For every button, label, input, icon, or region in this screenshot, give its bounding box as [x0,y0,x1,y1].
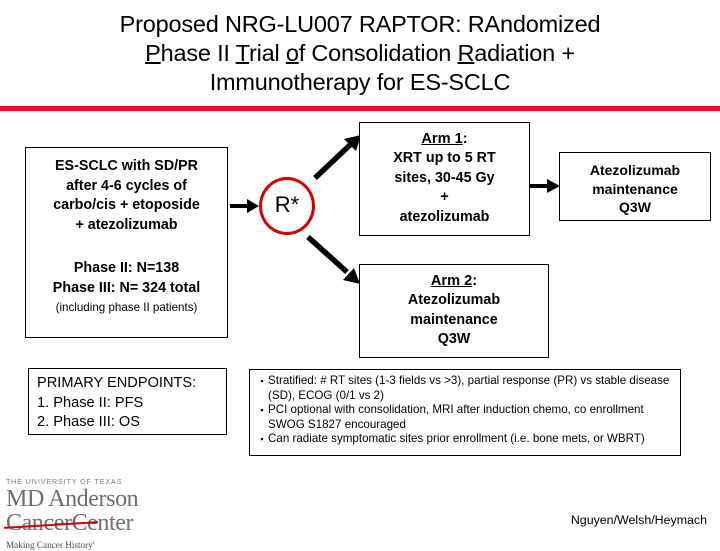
arm1-body: XRT up to 5 RT sites, 30-45 Gy + atezoli… [360,149,529,227]
list-item: ▪ Can radiate symptomatic sites prior en… [256,432,676,447]
logo-primary-line: MD Anderson [6,486,139,512]
arm2-body: Atezolizumab maintenance Q3W [360,291,548,350]
arm2-box: Arm 2: Atezolizumab maintenance Q3W [359,264,549,358]
eligibility-line-2: after 4-6 cycles of [66,177,187,194]
title-line-1: Proposed NRG-LU007 RAPTOR: RAndomized [119,11,601,37]
primary-endpoints-box: PRIMARY ENDPOINTS: 1. Phase II: PFS 2. P… [28,368,227,435]
title-line-3: Immunotherapy for ES-SCLC [209,69,511,95]
randomization-circle: R* [259,177,315,235]
note-text: Stratified: # RT sites (1-3 fields vs >3… [268,374,670,402]
page-title: Proposed NRG-LU007 RAPTOR: RAndomized Ph… [40,10,680,97]
arm1-line-4: atezolizumab [399,208,490,225]
title-line-2: Phase II Trial of Consolidation Radiatio… [145,40,575,66]
arm1-box: Arm 1: XRT up to 5 RT sites, 30-45 Gy + … [359,122,530,236]
md-anderson-logo: THE UNIVERSITY OF TEXAS MD Anderson Canc… [4,477,216,550]
eligibility-box: ES-SCLC with SD/PR after 4-6 cycles of c… [25,147,228,338]
arm2-heading-underlined: Arm 2 [430,273,473,289]
title-underline-p: P [145,40,161,66]
logo-secondary-line: Cancer Center [4,511,134,536]
note-text: Can radiate symptomatic sites prior enro… [268,432,645,446]
randomization-label: R* [274,192,300,217]
maintenance-line-2: maintenance [592,180,678,197]
arrow-right-icon [528,176,562,196]
study-notes-box: ▪ Stratified: # RT sites (1-3 fields vs … [249,369,681,456]
logo-tagline: Making Cancer Historyʹ [6,540,95,550]
maintenance-line-1: Atezolizumab [589,162,681,178]
title-underline-o: o [285,40,299,66]
logo-university-line: THE UNIVERSITY OF TEXAS [6,477,123,486]
eligibility-line-4: + atezolizumab [75,216,178,233]
title-underline-r: R [457,40,475,66]
maintenance-box: Atezolizumab maintenance Q3W [559,152,711,221]
arm2-heading: Arm 2: [360,272,548,291]
arm1-heading-colon: : [462,131,468,147]
maintenance-body: Atezolizumab maintenance Q3W [560,161,710,217]
arrow-right-icon [229,196,261,216]
arm1-line-2: sites, 30-45 Gy [394,169,495,186]
square-bullet-icon: ▪ [260,405,264,416]
phase3-enrollment: Phase III: N= 324 total [52,279,201,296]
arrow-up-right-icon [312,132,364,182]
maintenance-line-3: Q3W [619,199,651,215]
arm1-heading-underlined: Arm 1 [421,131,463,147]
arrow-down-right-icon [305,232,363,288]
phase2-enrollment: Phase II: N=138 [73,260,180,276]
arm2-line-2: maintenance [410,311,498,328]
logo-struck-word: Cancer [4,511,98,536]
arm2-line-3: Q3W [437,331,471,347]
list-item: ▪ Stratified: # RT sites (1-3 fields vs … [256,374,676,403]
arm1-line-1: XRT up to 5 RT [393,150,496,166]
endpoints-heading: PRIMARY ENDPOINTS: [37,375,197,391]
title-underline-t: T [235,40,250,66]
footer-credit: Nguyen/Welsh/Heymach [570,513,707,527]
enrollment-note: (including phase II patients) [55,301,198,314]
note-text: PCI optional with consolidation, MRI aft… [268,403,644,431]
endpoints-item-1: 1. Phase II: PFS [37,394,144,411]
square-bullet-icon: ▪ [260,434,264,445]
eligibility-criteria: ES-SCLC with SD/PR after 4-6 cycles of c… [26,157,227,235]
eligibility-line-1: ES-SCLC with SD/PR [55,158,198,174]
eligibility-line-3: carbo/cis + etoposide [53,197,200,213]
arm1-line-3: + [440,189,449,205]
endpoints-item-2: 2. Phase III: OS [37,414,141,430]
arm1-heading: Arm 1: [360,130,529,149]
arm2-line-1: Atezolizumab [407,292,501,308]
list-item: ▪ PCI optional with consolidation, MRI a… [256,403,676,432]
square-bullet-icon: ▪ [260,376,264,386]
title-divider-bar [0,106,720,111]
arm2-heading-colon: : [472,273,478,289]
enrollment-counts: Phase II: N=138 Phase III: N= 324 total [26,259,227,298]
